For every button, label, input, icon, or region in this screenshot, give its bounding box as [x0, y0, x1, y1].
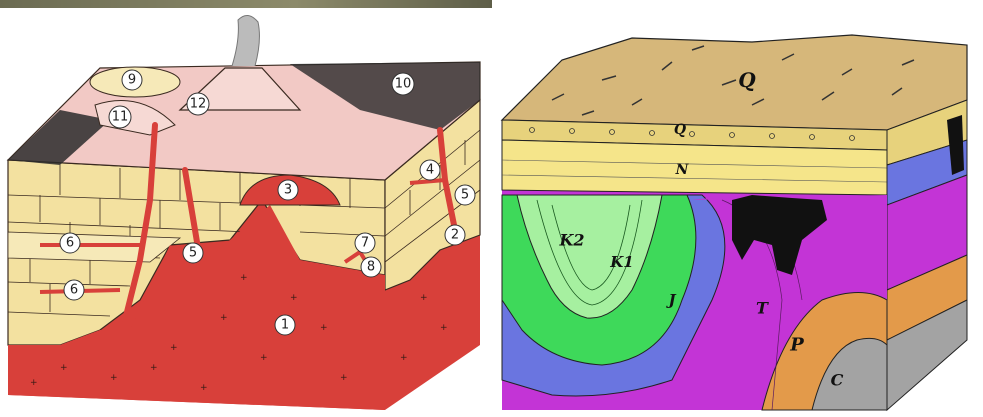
label-10: 10	[392, 73, 414, 95]
label-t: T	[756, 299, 769, 318]
magmatism-block-diagram: + + + + + + + + + + + + + + + 1 2 3 4 5 5 6 6 7 8 9…	[0, 0, 492, 413]
label-q-top: Q	[738, 68, 756, 92]
label-q-band: Q	[674, 122, 686, 138]
svg-text:8: 8	[367, 260, 375, 275]
label-c: C	[831, 371, 844, 390]
svg-text:1: 1	[281, 318, 289, 333]
svg-text:+: +	[30, 378, 38, 388]
label-4: 4	[420, 160, 440, 180]
svg-text:+: +	[260, 353, 268, 363]
label-3: 3	[278, 180, 298, 200]
magmatism-block-svg: + + + + + + + + + + + + + + + 1 2 3 4 5 5 6 6 7 8 9…	[0, 0, 492, 413]
label-p: P	[789, 335, 804, 356]
quaternary-surface	[502, 35, 967, 130]
svg-text:11: 11	[112, 110, 129, 125]
neogene-band	[502, 140, 887, 195]
label-5b: 5	[183, 243, 203, 263]
label-1: 1	[275, 315, 295, 335]
svg-text:7: 7	[361, 236, 369, 251]
label-n: N	[675, 162, 690, 178]
svg-text:4: 4	[426, 163, 434, 178]
geologic-block-svg: Q Q N K2 K1 J T P C	[492, 0, 983, 413]
label-9: 9	[122, 70, 142, 90]
svg-text:+: +	[290, 293, 298, 303]
svg-text:+: +	[220, 313, 228, 323]
svg-text:+: +	[150, 363, 158, 373]
svg-text:+: +	[240, 273, 248, 283]
label-7: 7	[355, 233, 375, 253]
svg-text:+: +	[420, 293, 428, 303]
svg-text:+: +	[320, 323, 328, 333]
label-5a: 5	[455, 185, 475, 205]
ash-plume	[232, 15, 259, 66]
label-k1: K1	[609, 253, 633, 271]
label-12: 12	[187, 93, 209, 115]
label-2: 2	[445, 225, 465, 245]
svg-text:+: +	[60, 363, 68, 373]
svg-text:2: 2	[451, 228, 459, 243]
svg-text:5: 5	[189, 246, 197, 261]
svg-text:+: +	[440, 323, 448, 333]
svg-text:+: +	[400, 353, 408, 363]
label-6b: 6	[64, 280, 84, 300]
svg-text:6: 6	[70, 283, 78, 298]
svg-text:6: 6	[66, 236, 74, 251]
svg-text:+: +	[170, 343, 178, 353]
svg-text:5: 5	[461, 188, 469, 203]
svg-text:+: +	[340, 373, 348, 383]
svg-text:+: +	[200, 383, 208, 393]
svg-text:10: 10	[395, 77, 412, 92]
svg-text:9: 9	[128, 73, 136, 88]
label-11: 11	[109, 106, 131, 128]
label-8: 8	[361, 257, 381, 277]
svg-text:+: +	[110, 373, 118, 383]
photo-border-strip	[0, 0, 492, 8]
geologic-block-diagram: Q Q N K2 K1 J T P C	[492, 0, 983, 413]
label-k2: K2	[558, 231, 584, 250]
svg-text:3: 3	[284, 183, 292, 198]
svg-text:12: 12	[190, 97, 207, 112]
label-6a: 6	[60, 233, 80, 253]
